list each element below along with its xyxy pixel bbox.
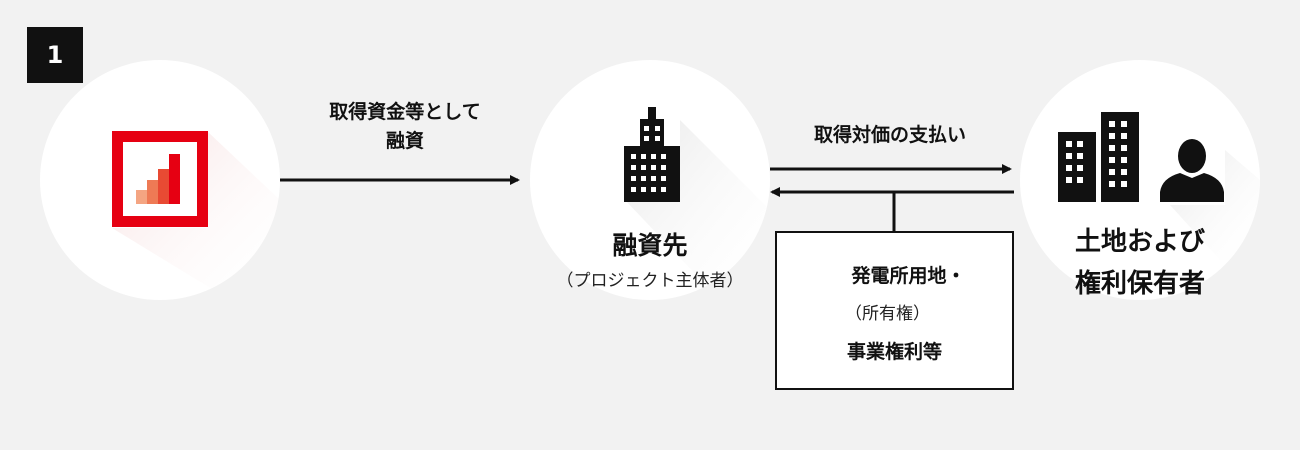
rights-box-line1: 発電所用地・	[851, 265, 966, 287]
borrower-long-shadow	[625, 120, 770, 300]
person-icon	[1160, 139, 1224, 202]
borrower-subtitle: （プロジェクト主体者）	[556, 271, 744, 291]
landowner-label-line1: 土地および	[1074, 227, 1205, 257]
rights-box-line2: （所有権）	[845, 304, 930, 324]
buildings-icon	[1058, 112, 1139, 202]
office-building-icon	[624, 107, 680, 202]
payment-label: 取得対価の支払い	[813, 124, 966, 146]
lender-long-shadow	[112, 132, 280, 300]
rights-box-line3: 事業権利等	[846, 341, 942, 363]
rights-box: 発電所用地・ （所有権） 事業権利等	[775, 231, 1014, 390]
step-number-badge: 1	[27, 27, 83, 83]
financing-label-line2: 融資	[385, 130, 424, 153]
financing-label-line1: 取得資金等として	[329, 101, 481, 123]
landowner-long-shadow	[1170, 150, 1260, 260]
bank-logo-icon	[112, 131, 208, 227]
landowner-label-line2: 権利保有者	[1074, 268, 1205, 299]
borrower-title: 融資先	[612, 231, 688, 260]
